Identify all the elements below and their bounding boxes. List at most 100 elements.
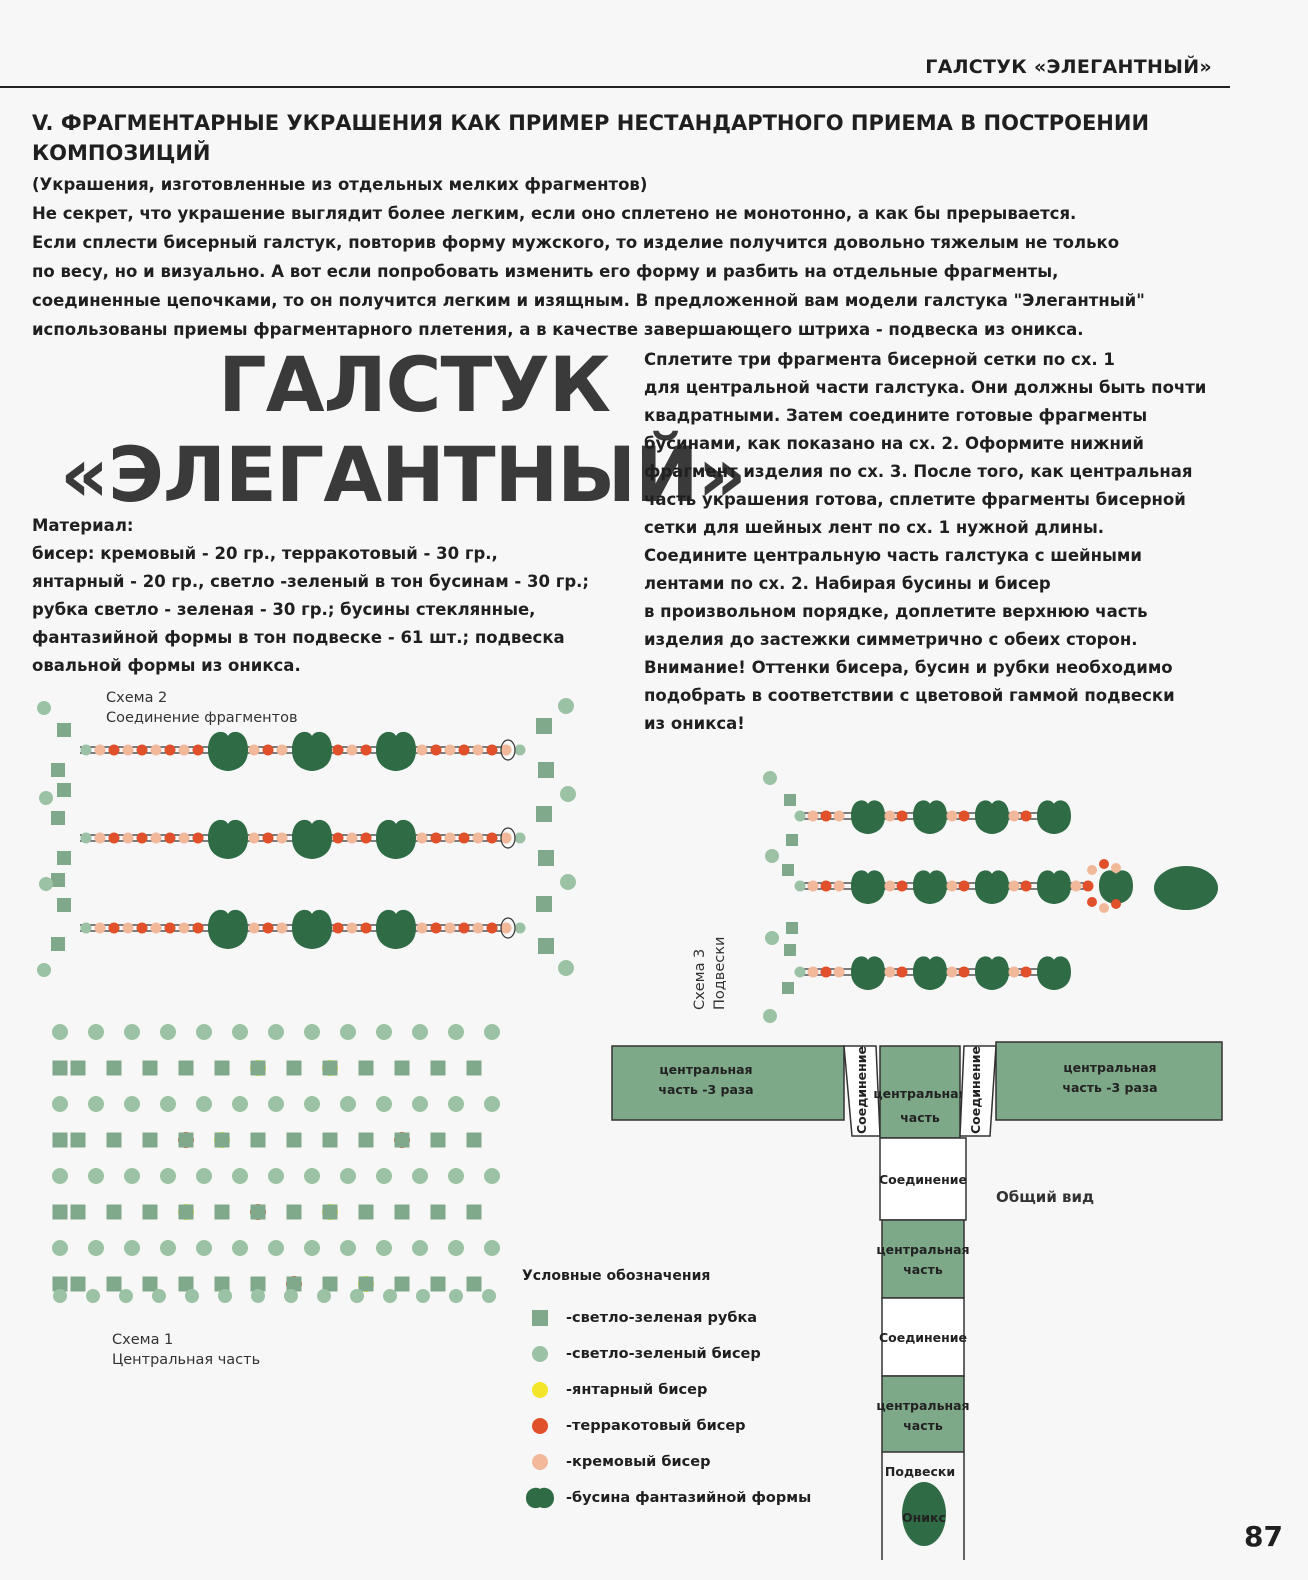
overview-center-label: центральная	[873, 1086, 966, 1101]
round-bead	[458, 744, 470, 756]
round-bead	[178, 744, 190, 756]
intro-line: Если сплести бисерный галстук, повторив …	[32, 233, 1120, 252]
round-bead	[192, 832, 204, 844]
fancy-bead	[851, 870, 885, 904]
round-bead	[486, 922, 498, 934]
square-bead	[466, 1204, 482, 1220]
materials-line: рубка светло - зеленая - 30 гр.; бусины …	[32, 600, 536, 619]
legend-label: -янтарный бисер	[566, 1382, 708, 1398]
round-bead	[484, 1096, 500, 1112]
round-bead	[958, 966, 970, 978]
materials-line: овальной формы из оникса.	[32, 656, 301, 675]
square-bead	[51, 763, 65, 777]
round-bead	[376, 1096, 392, 1112]
instruction-line: лентами по сх. 2. Набирая бусины и бисер	[644, 574, 1051, 593]
square-bead	[466, 1132, 482, 1148]
overview-side-block-right	[995, 1041, 1223, 1121]
round-bead	[178, 832, 190, 844]
round-bead	[276, 744, 288, 756]
round-bead	[833, 880, 845, 892]
fancy-bead	[851, 800, 885, 834]
overview-side-label: часть -3 раза	[658, 1082, 753, 1097]
round-bead	[807, 880, 819, 892]
square-bead	[178, 1060, 194, 1076]
round-bead	[88, 1024, 104, 1040]
round-bead	[383, 1289, 397, 1303]
round-bead	[1099, 859, 1109, 869]
overview-connector-label: Соединение	[968, 1046, 983, 1134]
legend-item: -светло-зеленая рубка	[522, 1300, 852, 1336]
round-bead	[192, 744, 204, 756]
round-bead	[88, 1096, 104, 1112]
overview-connector-label: Соединение	[879, 1172, 967, 1187]
materials-list: Материал: бисер: кремовый - 20 гр., терр…	[32, 512, 612, 680]
round-bead	[94, 832, 106, 844]
round-bead	[1008, 810, 1020, 822]
round-bead	[52, 1168, 68, 1184]
overview-connector-block	[881, 1297, 965, 1377]
square-bead	[178, 1132, 194, 1148]
round-bead	[1111, 863, 1121, 873]
fancy-bead-icon	[522, 1485, 558, 1511]
round-bead	[350, 1289, 364, 1303]
overview-label: Общий вид	[996, 1188, 1094, 1206]
overview-diagram: центральная часть -3 раза Соединение цен…	[611, 1041, 1223, 1560]
round-bead	[500, 922, 512, 934]
round-bead	[39, 877, 53, 891]
round-bead	[248, 832, 260, 844]
instruction-line: из оникса!	[644, 714, 745, 733]
square-bead	[322, 1132, 338, 1148]
square-bead	[57, 783, 71, 797]
round-bead	[1087, 865, 1097, 875]
square-bead	[784, 794, 796, 806]
overview-onyx-label: Оникс	[902, 1510, 946, 1525]
square-bead	[394, 1132, 410, 1148]
round-bead	[449, 1289, 463, 1303]
round-bead	[80, 744, 92, 756]
intro-line: по весу, но и визуально. А вот если попр…	[32, 262, 1059, 281]
square-bead	[57, 898, 71, 912]
round-bead	[150, 922, 162, 934]
round-bead	[884, 810, 896, 822]
round-bead	[196, 1096, 212, 1112]
round-bead	[268, 1024, 284, 1040]
round-bead	[232, 1168, 248, 1184]
cream-bead-icon	[522, 1452, 558, 1472]
loop-end	[500, 827, 516, 849]
round-bead	[896, 966, 908, 978]
square-bead	[70, 1132, 86, 1148]
overview-onyx	[902, 1482, 946, 1546]
square-bead	[106, 1132, 122, 1148]
round-bead	[178, 922, 190, 934]
round-bead	[232, 1240, 248, 1256]
overview-center-block	[881, 1219, 965, 1299]
round-bead	[763, 1009, 777, 1023]
round-bead	[412, 1240, 428, 1256]
round-bead	[458, 922, 470, 934]
square-bead	[786, 834, 798, 846]
round-bead	[268, 1240, 284, 1256]
instruction-line: для центральной части галстука. Они долж…	[644, 378, 1207, 397]
round-bead	[884, 880, 896, 892]
square-bead	[250, 1204, 266, 1220]
round-bead	[80, 922, 92, 934]
round-bead	[124, 1240, 140, 1256]
overview-center-block	[881, 1375, 965, 1453]
round-bead	[376, 1240, 392, 1256]
square-bead-icon	[522, 1308, 558, 1328]
round-bead	[80, 832, 92, 844]
round-bead	[807, 810, 819, 822]
fancy-bead	[913, 956, 947, 990]
square-bead	[430, 1060, 446, 1076]
round-bead	[53, 1289, 67, 1303]
square-bead	[358, 1204, 374, 1220]
round-bead	[340, 1240, 356, 1256]
legend-label: -светло-зеленая рубка	[566, 1310, 758, 1326]
square-bead	[106, 1204, 122, 1220]
round-bead	[317, 1289, 331, 1303]
overview-side-label: центральная	[1063, 1060, 1156, 1075]
square-bead	[394, 1276, 410, 1292]
round-bead	[276, 922, 288, 934]
fancy-bead	[913, 870, 947, 904]
scheme2-title: Схема 2	[106, 690, 168, 706]
